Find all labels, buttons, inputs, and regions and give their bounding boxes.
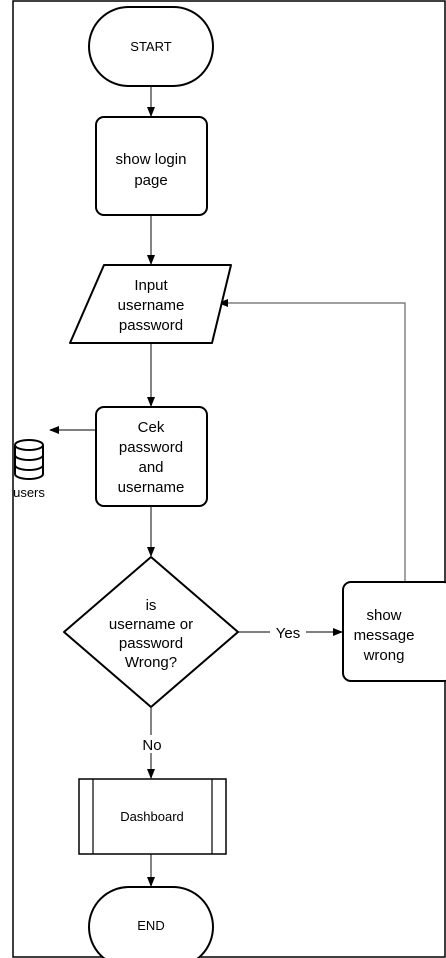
decision-label-3: password	[119, 635, 183, 652]
message-label-1: show	[366, 607, 401, 624]
show-login-label-1: show login	[116, 151, 187, 168]
no-label-bg	[138, 735, 166, 753]
message-label-3: wrong	[363, 647, 405, 664]
message-label-2: message	[354, 627, 415, 644]
cek-label-4: username	[118, 479, 185, 496]
dashboard-label: Dashboard	[120, 809, 184, 824]
start-label: START	[130, 39, 171, 54]
show-message-box	[342, 581, 446, 682]
show-login-label-2: page	[134, 172, 167, 189]
database-label: users	[13, 485, 45, 500]
arrow-message-to-input	[218, 299, 406, 581]
edge-label-yes: Yes	[276, 625, 300, 642]
input-label-1: Input	[134, 277, 168, 294]
end-terminal	[88, 886, 214, 958]
decision-label-2: username or	[109, 616, 193, 633]
cek-label-2: password	[119, 439, 183, 456]
input-label-3: password	[119, 317, 183, 334]
dashboard-box	[78, 778, 227, 855]
input-label-2: username	[118, 297, 185, 314]
show-login-page-box	[95, 116, 208, 216]
input-data-parallelogram	[69, 264, 232, 344]
start-terminal	[88, 6, 214, 87]
yes-label-bg	[270, 623, 306, 641]
decision-diamond	[63, 556, 239, 708]
cek-label-3: and	[138, 459, 163, 476]
decision-label-1: is	[146, 597, 157, 614]
cek-label-1: Cek	[138, 419, 165, 436]
cek-box	[95, 406, 208, 507]
decision-label-4: Wrong?	[125, 654, 177, 671]
diagram-frame	[12, 0, 446, 958]
database-icon	[14, 439, 44, 480]
edge-label-no: No	[142, 737, 161, 754]
end-label: END	[137, 918, 164, 933]
